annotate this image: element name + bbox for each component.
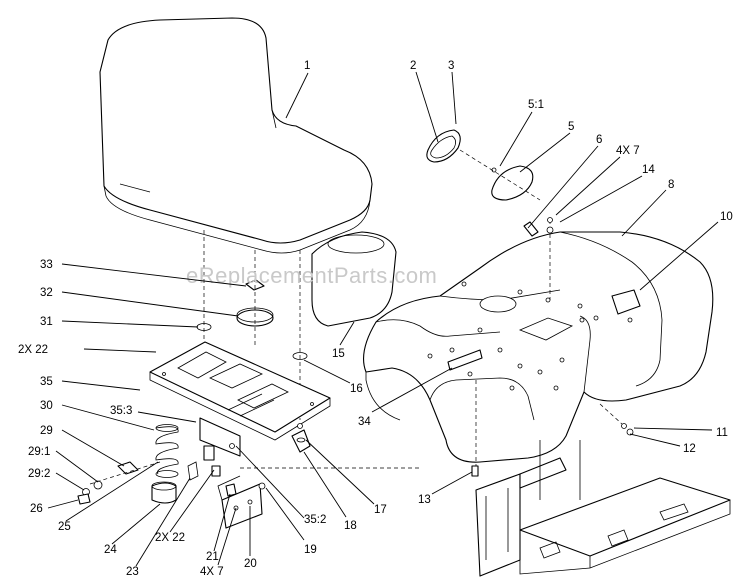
callout-10: 10 (720, 211, 733, 223)
callout-16: 16 (350, 383, 363, 395)
callout-34: 34 (358, 416, 371, 428)
callout-31: 31 (40, 316, 53, 328)
callout-21: 21 (206, 551, 219, 563)
fender-part (363, 217, 714, 477)
rear-light-parts (426, 129, 541, 201)
leader-lines (47, 71, 719, 567)
callout-15: 15 (332, 348, 345, 360)
watermark-text: eReplacementParts.com (186, 263, 437, 288)
callout-29-1: 29:1 (28, 446, 50, 458)
callout-35-3: 35:3 (110, 405, 132, 417)
seat-part (99, 17, 373, 254)
callout-35: 35 (40, 376, 53, 388)
callout-25: 25 (58, 521, 71, 533)
callout-33: 33 (40, 259, 53, 271)
callout-13: 13 (418, 494, 431, 506)
callout-18: 18 (344, 520, 357, 532)
callout-4x7-bottom: 4X 7 (200, 566, 224, 578)
callout-26: 26 (30, 503, 43, 515)
callout-35-2: 35:2 (304, 514, 326, 526)
callout-6: 6 (596, 134, 602, 146)
callout-24: 24 (104, 544, 117, 556)
callout-32: 32 (40, 287, 53, 299)
callout-29: 29 (40, 425, 53, 437)
callout-3: 3 (448, 60, 454, 72)
callout-30: 30 (40, 400, 53, 412)
seat-hardware (196, 230, 308, 420)
callout-20: 20 (244, 558, 257, 570)
callout-1: 1 (304, 60, 310, 72)
suspension-bracket (203, 423, 420, 529)
frame-part (475, 440, 731, 577)
callout-4x7-top: 4X 7 (616, 145, 640, 157)
callout-5-1: 5:1 (528, 99, 544, 111)
callout-labels: 1 2 3 5:1 5 6 4X 7 14 8 10 33 32 31 2X 2… (18, 60, 733, 578)
callout-12: 12 (683, 443, 696, 455)
callout-17: 17 (374, 504, 387, 516)
console-cover-part (311, 231, 397, 327)
callout-14: 14 (642, 164, 655, 176)
callout-11: 11 (716, 427, 728, 439)
callout-5: 5 (568, 121, 574, 133)
callout-19: 19 (304, 544, 317, 556)
callout-2x22-top: 2X 22 (18, 344, 48, 356)
spring-hardware (77, 424, 199, 505)
callout-29-2: 29:2 (28, 468, 50, 480)
seat-mount-plate (149, 341, 331, 457)
callout-2x22-bottom: 2X 22 (155, 532, 185, 544)
callout-23: 23 (126, 566, 139, 578)
callout-8: 8 (668, 179, 674, 191)
callout-2: 2 (410, 60, 416, 72)
